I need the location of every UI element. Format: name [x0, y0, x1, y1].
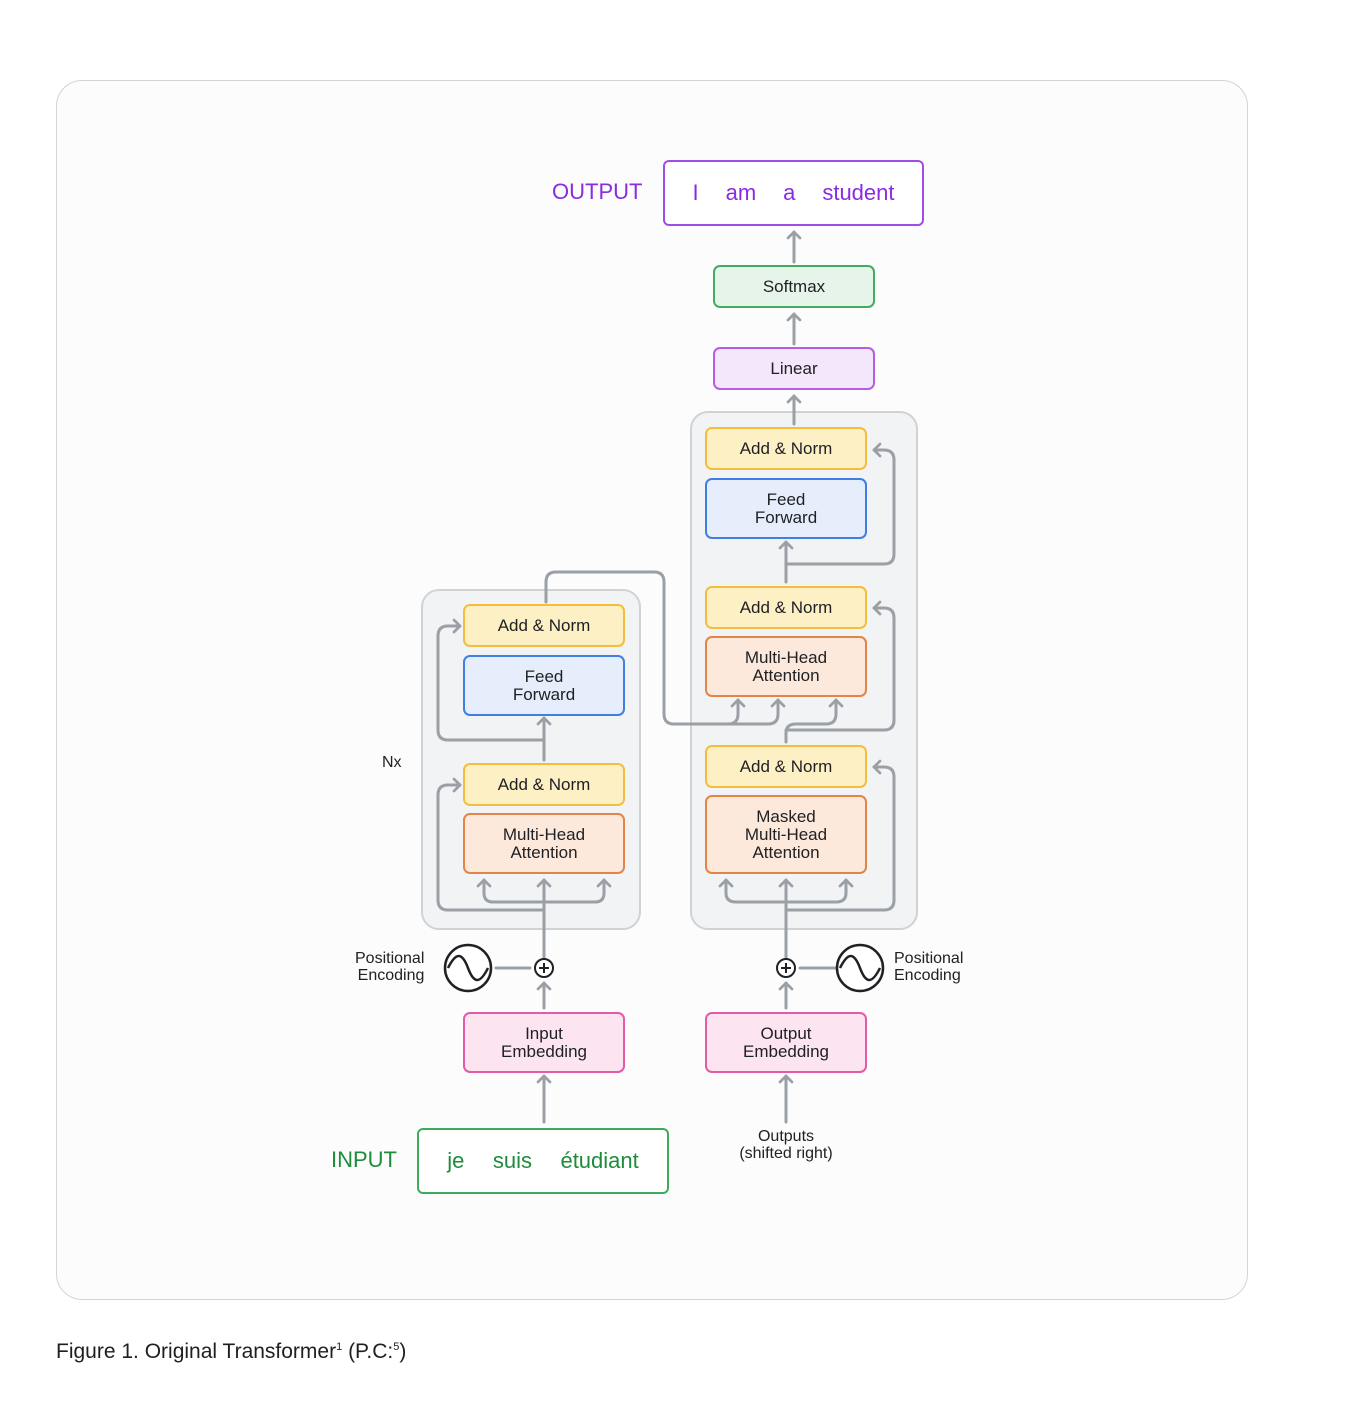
input-token: je — [447, 1148, 465, 1173]
caption-suffix-open: (P.C: — [342, 1340, 394, 1363]
input-sequence: je suis étudiant — [417, 1128, 669, 1194]
decoder-masked-attention: Masked Multi-Head Attention — [705, 795, 867, 874]
decoder-add-norm-1: Add & Norm — [705, 745, 867, 788]
figure-caption: Figure 1. Original Transformer1 (P.C:5) — [56, 1340, 406, 1364]
output-sequence: I am a student — [663, 160, 924, 226]
linear-box: Linear — [713, 347, 875, 390]
decoder-add-norm-3: Add & Norm — [705, 427, 867, 470]
outputs-shifted-label: Outputs (shifted right) — [739, 1128, 833, 1162]
caption-sup-2: 5 — [393, 1341, 400, 1353]
encoder-add-norm-1: Add & Norm — [463, 763, 625, 806]
decoder-feed-forward: Feed Forward — [705, 478, 867, 539]
add-symbol-decoder — [776, 958, 796, 978]
caption-sup-1: 1 — [336, 1341, 343, 1353]
caption-text: Figure 1. Original Transformer — [56, 1340, 337, 1363]
output-token: student — [822, 180, 895, 205]
output-label: OUTPUT — [552, 179, 643, 204]
output-embedding-box: Output Embedding — [705, 1012, 867, 1073]
output-token: a — [783, 180, 796, 205]
output-token: I — [692, 180, 699, 205]
residual-decoder-1 — [784, 759, 896, 912]
residual-decoder-2 — [784, 600, 896, 732]
decoder-multi-head-attention: Multi-Head Attention — [705, 636, 867, 697]
input-token: étudiant — [560, 1148, 639, 1173]
encoder-add-norm-2: Add & Norm — [463, 604, 625, 647]
softmax-box: Softmax — [713, 265, 875, 308]
encoder-multi-head-attention: Multi-Head Attention — [463, 813, 625, 874]
residual-encoder-1 — [436, 777, 546, 912]
add-symbol-encoder — [534, 958, 554, 978]
sine-wave-icon-decoder — [835, 943, 885, 993]
input-token: suis — [492, 1148, 532, 1173]
input-label: INPUT — [331, 1147, 397, 1172]
encoder-to-decoder — [544, 570, 770, 726]
positional-encoding-label-encoder: Positional Encoding — [355, 950, 425, 984]
output-token: am — [725, 180, 757, 205]
input-embedding-box: Input Embedding — [463, 1012, 625, 1073]
figure-card — [56, 80, 1248, 1300]
residual-encoder-2 — [436, 618, 546, 742]
sine-wave-icon-encoder — [443, 943, 493, 993]
positional-encoding-label-decoder: Positional Encoding — [894, 950, 964, 984]
nx-label: Nx — [382, 754, 402, 771]
caption-suffix-close: ) — [399, 1340, 407, 1363]
encoder-feed-forward: Feed Forward — [463, 655, 625, 716]
residual-decoder-3 — [784, 442, 896, 566]
decoder-add-norm-2: Add & Norm — [705, 586, 867, 629]
